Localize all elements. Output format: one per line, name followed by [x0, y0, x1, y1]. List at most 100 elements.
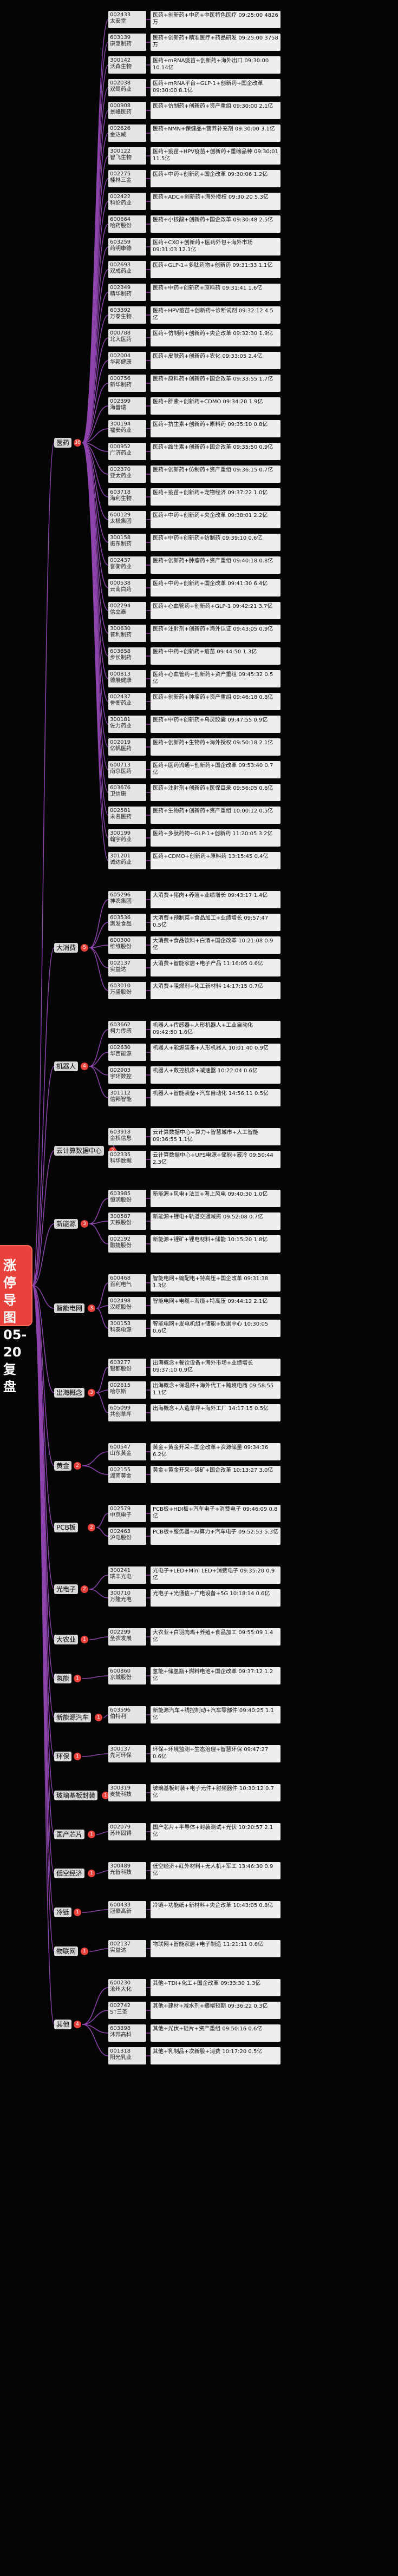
- stock-code: 001318: [110, 2048, 131, 2054]
- category-node[interactable]: 智能电网: [54, 1303, 85, 1313]
- category-node[interactable]: 黄金: [54, 1461, 72, 1471]
- category-node[interactable]: PCB板: [54, 1523, 78, 1532]
- category-node[interactable]: 大农业: [54, 1635, 79, 1644]
- category-node[interactable]: 医药: [54, 438, 72, 448]
- stock-reason: 物联网+智能家居+电子制造 11:21:11 0.6亿: [151, 1940, 280, 1957]
- category-node[interactable]: 机器人: [54, 1061, 79, 1071]
- category-node[interactable]: 冷链: [54, 1908, 72, 1917]
- category-node[interactable]: 物联网: [54, 1946, 79, 1956]
- root-node[interactable]: 涨停导图 05-20 复盘: [0, 1245, 32, 1394]
- category-node[interactable]: 国产芯片: [54, 1830, 85, 1839]
- category-node[interactable]: 其他: [54, 2020, 72, 2029]
- category-node[interactable]: 出海概念: [54, 1388, 85, 1398]
- category-node[interactable]: 新能源汽车: [54, 1713, 92, 1722]
- category-node[interactable]: 新能源: [54, 1219, 79, 1229]
- category-node[interactable]: 光电子: [54, 1584, 79, 1594]
- category-node[interactable]: 玻璃基板封装: [54, 1791, 98, 1800]
- category-node[interactable]: 氢能: [54, 1674, 72, 1683]
- category-node[interactable]: 大消费: [54, 943, 79, 953]
- category-node[interactable]: 低空经济: [54, 1869, 85, 1878]
- category-node[interactable]: 环保: [54, 1752, 72, 1761]
- category-node[interactable]: 云计算数据中心: [54, 1146, 105, 1156]
